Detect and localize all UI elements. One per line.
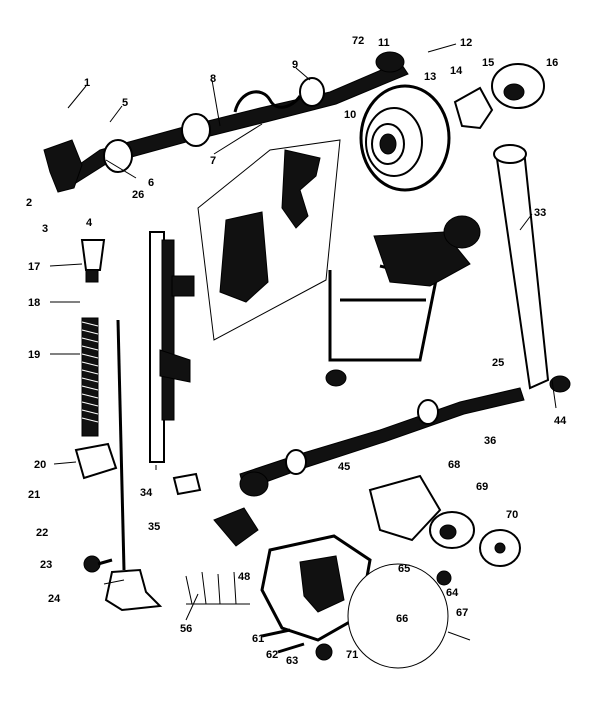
callout-6: 6 xyxy=(148,177,154,189)
callout-67: 67 xyxy=(456,607,468,619)
callout-65: 65 xyxy=(398,563,410,575)
vertical-shaft-33 xyxy=(493,144,550,390)
parts-56 xyxy=(185,571,250,605)
presser-bar xyxy=(116,319,126,571)
callout-16: 16 xyxy=(546,57,558,69)
callout-14: 14 xyxy=(450,65,463,77)
bobbin-69 xyxy=(429,511,475,549)
callout-21: 21 xyxy=(28,489,40,501)
callout-25: 25 xyxy=(492,357,504,369)
lower-arm-shaft xyxy=(239,375,571,497)
callout-10: 10 xyxy=(344,109,356,121)
upper-arm-shaft xyxy=(59,51,409,189)
callout-62: 62 xyxy=(266,649,278,661)
callout-18: 18 xyxy=(28,297,40,309)
feed-frame xyxy=(325,215,481,387)
callout-35: 35 xyxy=(148,521,160,533)
presser-foot-icon xyxy=(104,568,163,612)
callout-71: 71 xyxy=(346,649,358,661)
callout-23: 23 xyxy=(40,559,52,571)
callout-69: 69 xyxy=(476,481,488,493)
callout-3: 3 xyxy=(42,223,48,235)
callout-36: 36 xyxy=(484,435,496,447)
callout-22: 22 xyxy=(36,527,48,539)
callout-66: 66 xyxy=(396,613,408,625)
callout-4: 4 xyxy=(86,217,93,229)
block-20 xyxy=(74,442,118,480)
callout-5: 5 xyxy=(122,97,128,109)
leader-lines xyxy=(49,43,557,641)
callout-8: 8 xyxy=(210,73,216,85)
callout-1: 1 xyxy=(84,77,90,89)
callout-19: 19 xyxy=(28,349,40,361)
thread-tension-17 xyxy=(80,239,106,283)
callout-70: 70 xyxy=(506,509,518,521)
callout-15: 15 xyxy=(482,57,494,69)
part-34 xyxy=(172,472,202,496)
callout-2: 2 xyxy=(26,197,32,209)
callout-24: 24 xyxy=(48,593,61,605)
pulley-15 xyxy=(491,63,545,109)
hook-68 xyxy=(368,474,442,542)
screw-23 xyxy=(83,555,113,573)
needle-bar-assembly xyxy=(149,231,195,470)
callout-56: 56 xyxy=(180,623,192,635)
callout-63: 63 xyxy=(286,655,298,667)
callout-7: 7 xyxy=(210,155,216,167)
callout-17: 17 xyxy=(28,261,40,273)
cam-14 xyxy=(453,86,494,130)
callout-33: 33 xyxy=(534,207,546,219)
callout-9: 9 xyxy=(292,59,298,71)
lever-1 xyxy=(43,139,83,193)
callout-13: 13 xyxy=(424,71,436,83)
hook-assembly-icon xyxy=(213,507,372,642)
callout-64: 64 xyxy=(446,587,459,599)
callout-20: 20 xyxy=(34,459,46,471)
callout-34: 34 xyxy=(140,487,153,499)
callout-45: 45 xyxy=(338,461,350,473)
callout-labels: 1 2 3 4 5 6 7 8 9 10 11 12 13 14 15 16 1… xyxy=(26,35,567,667)
callout-11: 11 xyxy=(378,37,390,49)
callout-44: 44 xyxy=(554,415,567,427)
callout-12: 12 xyxy=(460,37,472,49)
spring-icon xyxy=(81,317,99,437)
callout-61: 61 xyxy=(252,633,264,645)
screws-61-63 xyxy=(261,570,452,661)
handwheel-icon xyxy=(359,84,451,192)
link-box xyxy=(197,139,341,341)
cover-67 xyxy=(347,563,449,669)
callout-68: 68 xyxy=(448,459,460,471)
callout-48: 48 xyxy=(238,571,250,583)
callout-26: 26 xyxy=(132,189,144,201)
callout-72: 72 xyxy=(352,35,364,47)
bobbin-70 xyxy=(479,529,521,567)
